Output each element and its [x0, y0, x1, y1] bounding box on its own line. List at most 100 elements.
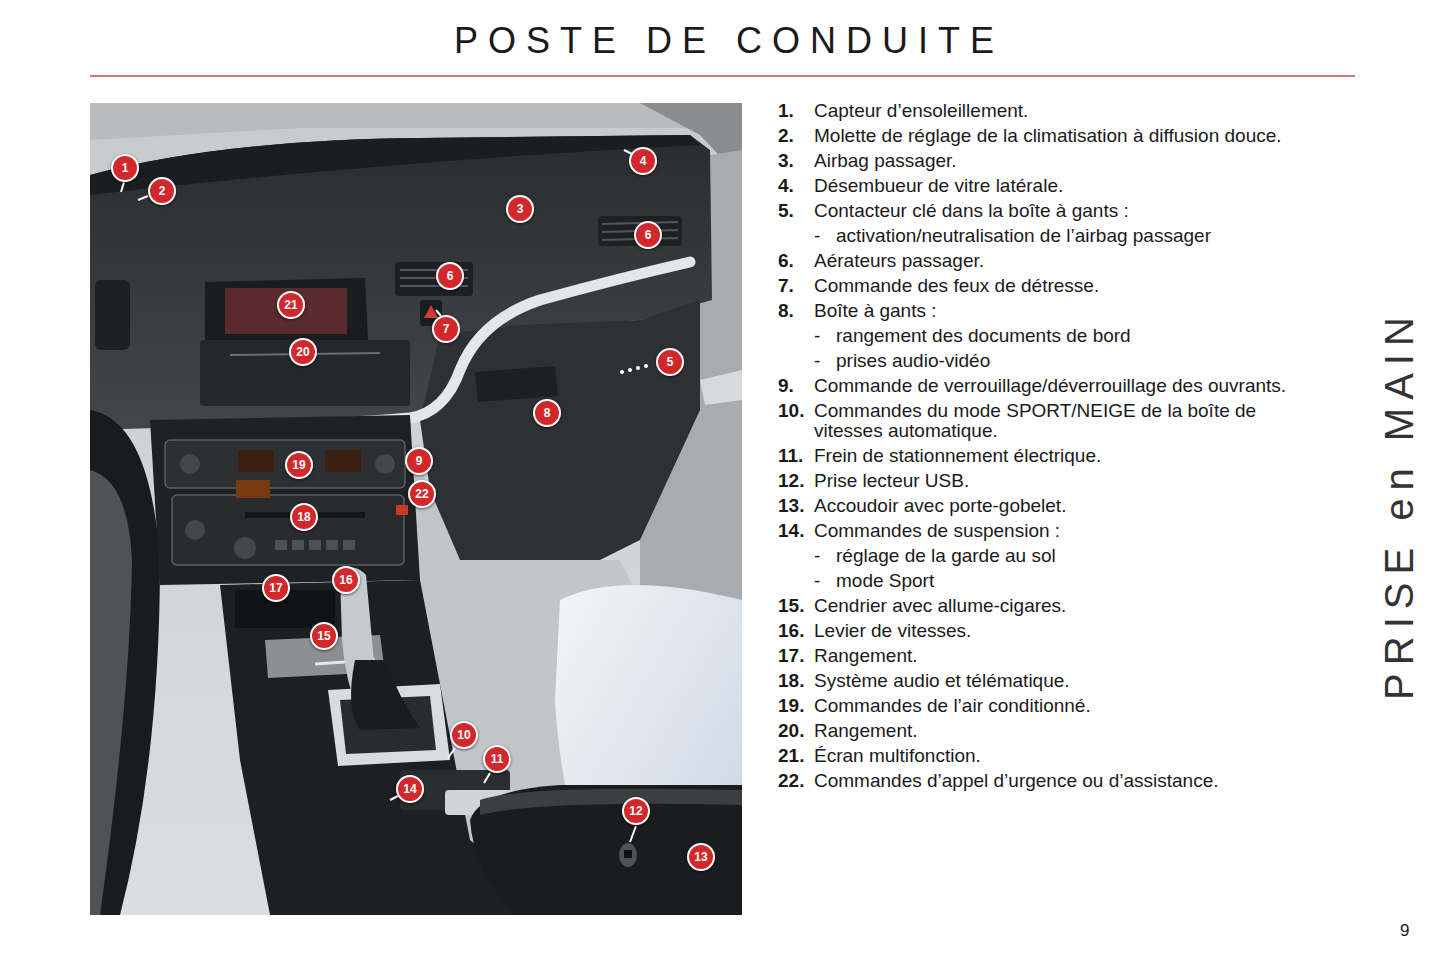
callout-number: 6 — [634, 221, 662, 249]
list-item: 7. Commande des feux de détresse. — [778, 276, 1326, 296]
list-item: 6. Aérateurs passager. — [778, 251, 1326, 271]
callout-number: 14 — [396, 775, 424, 803]
list-item: 5.Contacteur clé dans la boîte à gants : — [778, 201, 1326, 221]
item-number: 7. — [778, 276, 794, 296]
list-subitem: -rangement des documents de bord — [778, 326, 1348, 346]
list-item: 3. Airbag passager. — [778, 151, 1326, 171]
list-item: 11.Frein de stationnement électrique. — [778, 446, 1326, 466]
title-rule — [90, 75, 1355, 77]
callout-text: 15 — [317, 630, 330, 642]
item-text: prises audio-vidéo — [836, 350, 990, 371]
callout-text: 9 — [416, 455, 423, 467]
section-tab: PRISE en MAIN — [1377, 309, 1422, 700]
list-item: 9.Commande de verrouillage/déverrouillag… — [778, 376, 1326, 396]
item-number: 18. — [778, 671, 804, 691]
item-dash: - — [814, 226, 820, 246]
item-text: activation/neutralisation de l’airbag pa… — [836, 225, 1211, 246]
callout-text: 2 — [159, 185, 166, 197]
callout-text: 19 — [292, 459, 305, 471]
item-number: 4. — [778, 176, 794, 196]
list-item: 2. Molette de réglage de la climatisation… — [778, 126, 1326, 146]
item-text: Désembueur de vitre latérale. — [814, 175, 1063, 196]
item-dash: - — [814, 571, 820, 591]
item-text: Commande des feux de détresse. — [814, 275, 1099, 296]
page-title: POSTE DE CONDUITE — [454, 20, 1004, 62]
item-text: Levier de vitesses. — [814, 620, 971, 641]
item-number: 17. — [778, 646, 804, 666]
callout-text: 21 — [284, 299, 297, 311]
callout-number: 22 — [408, 480, 436, 508]
item-number: 19. — [778, 696, 804, 716]
list-item: 12. Prise lecteur USB. — [778, 471, 1326, 491]
item-number: 15. — [778, 596, 804, 616]
list-item: 4. Désembueur de vitre latérale. — [778, 176, 1326, 196]
callout-text: 20 — [296, 346, 309, 358]
item-dash: - — [814, 351, 820, 371]
item-number: 1. — [778, 101, 794, 121]
list-item: 8.Boîte à gants : — [778, 301, 1326, 321]
item-number: 20. — [778, 721, 804, 741]
item-text: Molette de réglage de la climatisation à… — [814, 125, 1282, 146]
item-number: 10. — [778, 401, 804, 421]
callout-number: 3 — [506, 195, 534, 223]
item-text: réglage de la garde au sol — [836, 545, 1056, 566]
callout-number: 8 — [533, 399, 561, 427]
list-subitem: -prises audio-vidéo — [778, 351, 1348, 371]
item-text: Airbag passager. — [814, 150, 957, 171]
item-text: Cendrier avec allume-cigares. — [814, 595, 1066, 616]
item-text: Écran multifonction. — [814, 745, 981, 766]
callout-number: 6 — [436, 262, 464, 290]
item-number: 21. — [778, 746, 804, 766]
item-text: Prise lecteur USB. — [814, 470, 969, 491]
callout-text: 8 — [544, 407, 551, 419]
item-text: Système audio et télématique. — [814, 670, 1070, 691]
item-number: 3. — [778, 151, 794, 171]
list-item: 17. Rangement. — [778, 646, 1326, 666]
callout-number: 7 — [432, 315, 460, 343]
callout-number: 19 — [285, 451, 313, 479]
item-text: Commandes de suspension : — [814, 520, 1060, 541]
callout-text: 6 — [447, 270, 454, 282]
callout-text: 4 — [640, 155, 647, 167]
callout-number: 9 — [405, 447, 433, 475]
item-text: Commandes de l’air conditionné. — [814, 695, 1091, 716]
item-text: Commandes du mode SPORT/NEIGE de la boît… — [814, 400, 1256, 441]
page-number: 9 — [1400, 921, 1409, 941]
callout-number: 11 — [483, 745, 511, 773]
callout-text: 14 — [403, 783, 416, 795]
item-text: Commandes d’appel d’urgence ou d’assista… — [814, 770, 1219, 791]
callout-text: 11 — [491, 753, 504, 765]
callout-number: 5 — [656, 348, 684, 376]
callout-text: 18 — [297, 511, 310, 523]
item-number: 14. — [778, 521, 804, 541]
list-item: 15. Cendrier avec allume-cigares. — [778, 596, 1326, 616]
callout-text: 12 — [629, 805, 642, 817]
item-text: Rangement. — [814, 720, 918, 741]
item-number: 5. — [778, 201, 794, 221]
callout-number: 2 — [148, 177, 176, 205]
item-number: 6. — [778, 251, 794, 271]
list-item: 21. Écran multifonction. — [778, 746, 1326, 766]
item-number: 12. — [778, 471, 804, 491]
callout-text: 3 — [517, 203, 524, 215]
callout-number: 13 — [687, 843, 715, 871]
item-number: 16. — [778, 621, 804, 641]
callout-number: 1 — [111, 154, 139, 182]
list-item: 20. Rangement. — [778, 721, 1326, 741]
callout-text: 17 — [269, 582, 282, 594]
item-text: Aérateurs passager. — [814, 250, 984, 271]
callout-number: 10 — [450, 721, 478, 749]
item-number: 8. — [778, 301, 794, 321]
list-item: 19. Commandes de l’air conditionné. — [778, 696, 1326, 716]
list-item: 10. Commandes du mode SPORT/NEIGE de la b… — [778, 401, 1326, 441]
item-number: 9. — [778, 376, 794, 396]
callout-number: 4 — [629, 147, 657, 175]
item-text: Rangement. — [814, 645, 918, 666]
item-number: 13. — [778, 496, 804, 516]
callout-number: 12 — [622, 797, 650, 825]
callout-text: 16 — [339, 574, 352, 586]
item-text: Frein de stationnement électrique. — [814, 445, 1101, 466]
item-number: 22. — [778, 771, 804, 791]
item-number: 2. — [778, 126, 794, 146]
